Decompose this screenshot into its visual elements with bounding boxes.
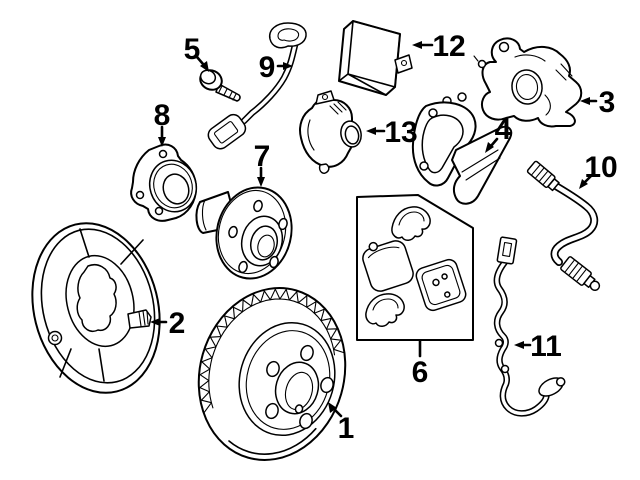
brake-rotor-drawing <box>197 287 347 461</box>
brake-pad-kit-drawing <box>356 194 474 341</box>
callout-6-label: 6 <box>412 356 429 389</box>
callout-12: 12 <box>412 30 466 63</box>
wheel-hub-drawing <box>195 186 293 280</box>
abs-sensor-drawing <box>496 236 566 413</box>
callout-3-label: 3 <box>599 86 616 119</box>
callout-4-label: 4 <box>495 113 512 146</box>
parking-brake-actuator-drawing <box>299 90 362 174</box>
rotor-vent-inner-edge <box>208 298 336 409</box>
bolt-drawing <box>199 69 241 102</box>
callout-2-label: 2 <box>169 307 186 340</box>
callout-7: 7 <box>254 140 271 187</box>
callout-9-label: 9 <box>259 51 276 84</box>
callout-12-label: 12 <box>432 30 465 63</box>
callout-11: 11 <box>514 330 562 363</box>
callout-6: 6 <box>412 339 429 389</box>
pad-clip-bottom <box>365 293 405 327</box>
brake-caliper-drawing <box>473 37 583 128</box>
callout-8-label: 8 <box>154 99 171 132</box>
callout-7-label: 7 <box>254 140 271 173</box>
splash-shield-drawing <box>31 222 161 394</box>
control-module-drawing <box>338 20 413 96</box>
caliper-bracket-drawing <box>411 92 513 205</box>
wheel-bearing-drawing <box>130 143 198 222</box>
callout-9: 9 <box>259 51 293 84</box>
callout-11-label: 11 <box>530 330 562 363</box>
callout-4: 4 <box>485 113 512 153</box>
callout-13-label: 13 <box>384 116 417 149</box>
callout-10: 10 <box>579 151 618 189</box>
callouts: 1 2 3 4 5 6 7 <box>150 30 618 445</box>
callout-8: 8 <box>154 99 171 147</box>
pad-clip-top <box>391 206 431 241</box>
pad-left <box>362 240 414 292</box>
wear-sensor-drawing <box>207 22 307 150</box>
callout-10-label: 10 <box>584 151 617 184</box>
callout-5-label: 5 <box>184 33 201 66</box>
callout-13: 13 <box>366 116 418 149</box>
callout-3: 3 <box>580 86 615 119</box>
pad-right <box>415 258 467 312</box>
callout-5: 5 <box>184 33 209 72</box>
rotor-vent-pattern <box>199 288 344 413</box>
callout-2: 2 <box>150 307 185 340</box>
callout-1-label: 1 <box>338 412 355 445</box>
callout-1: 1 <box>328 402 354 445</box>
brake-hose-drawing <box>526 160 601 292</box>
